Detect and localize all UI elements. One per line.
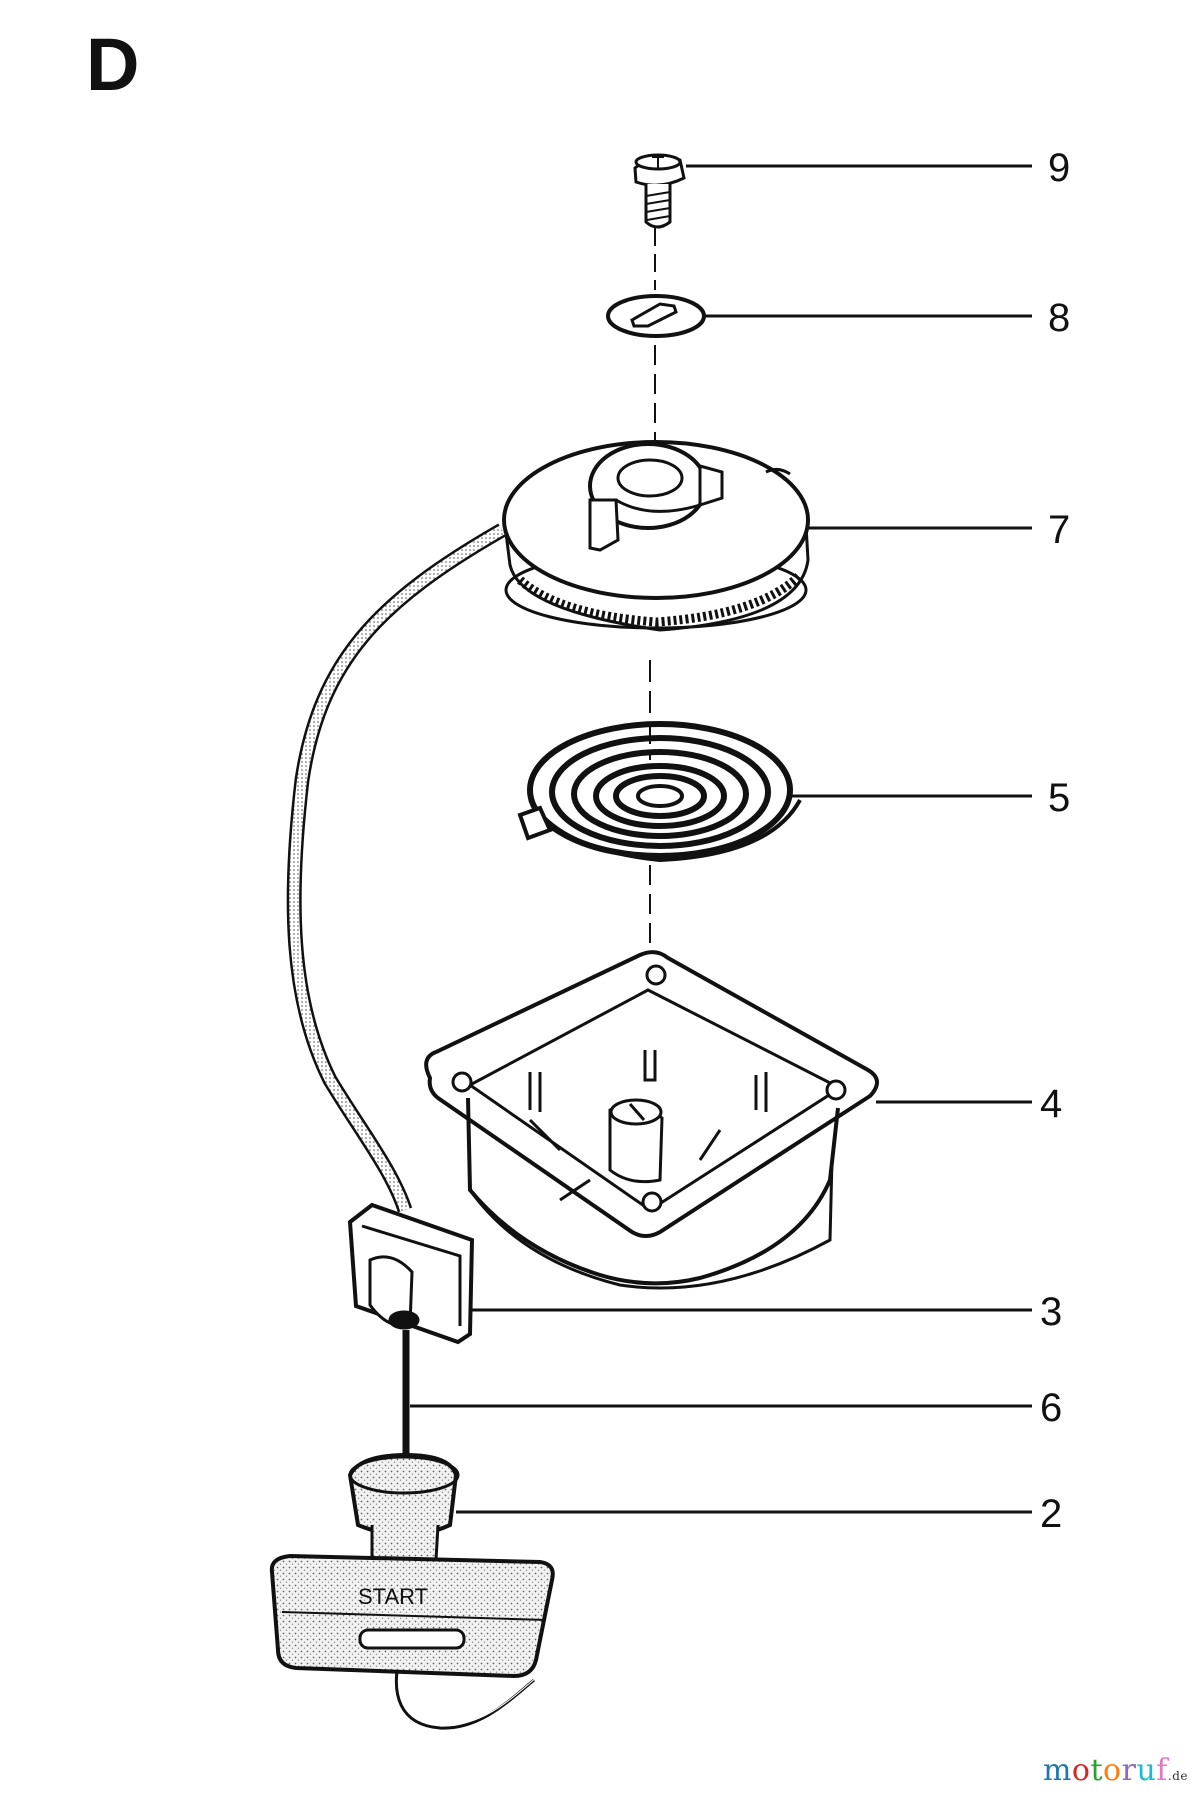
part-starter-handle (269, 1452, 555, 1679)
callout-6: 6 (1040, 1386, 1063, 1430)
watermark-letter: u (1136, 1753, 1157, 1788)
watermark-letter: f (1156, 1753, 1168, 1788)
watermark-suffix: .de (1167, 1769, 1188, 1783)
assembly-axis (649, 228, 656, 955)
watermark: motoruf.de (1043, 1753, 1188, 1788)
callout-7: 7 (1048, 508, 1071, 552)
watermark-letter: m (1042, 1753, 1072, 1788)
leader-lines (410, 164, 1032, 1514)
starter-cord (286, 523, 538, 1730)
watermark-letter: t (1090, 1753, 1104, 1788)
part-rope-pulley (502, 440, 810, 632)
watermark-letter: r (1121, 1753, 1137, 1788)
part-starter-housing (424, 950, 879, 1290)
callout-8: 8 (1048, 296, 1071, 340)
watermark-letter: o (1071, 1753, 1091, 1788)
callout-2: 2 (1040, 1492, 1063, 1536)
handle-start-label: START (358, 1584, 428, 1609)
callout-4: 4 (1040, 1082, 1063, 1126)
section-letter: D (86, 23, 140, 106)
watermark-letter: o (1103, 1753, 1122, 1788)
callout-5: 5 (1048, 776, 1071, 820)
part-cord-guide (347, 1202, 475, 1345)
callout-3: 3 (1040, 1290, 1063, 1334)
watermark-text: motoruf (1043, 1753, 1168, 1788)
part-recoil-spring (517, 721, 802, 863)
callout-9: 9 (1048, 146, 1071, 190)
part-washer (606, 294, 706, 338)
part-screw (633, 153, 686, 229)
